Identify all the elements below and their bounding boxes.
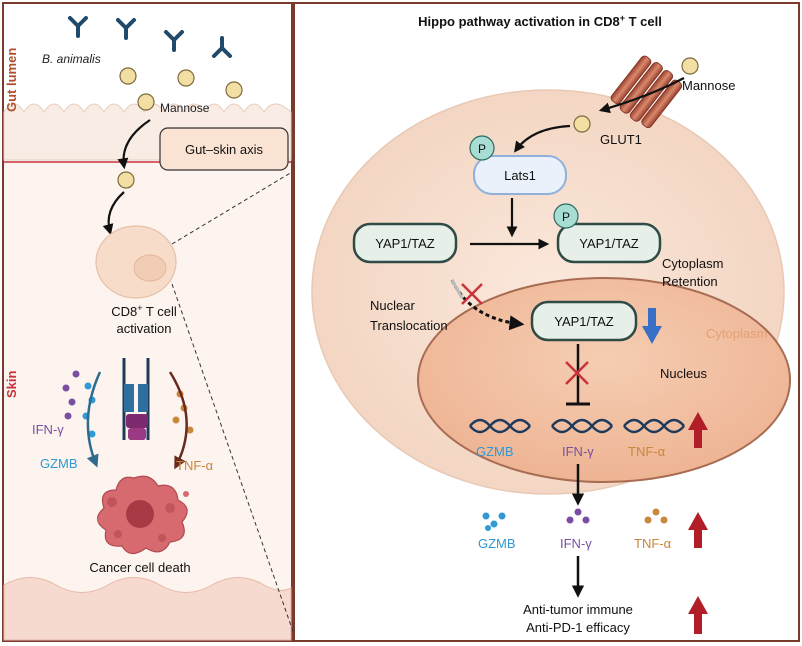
cytoplasm-label: Cytoplasm <box>706 326 767 341</box>
phospho-badge-yap <box>553 203 579 229</box>
dna-icon-gzmb <box>469 418 531 434</box>
yap-taz-node-nucleus <box>530 300 638 342</box>
increase-arrow-icon <box>688 596 708 634</box>
mannose-icon <box>117 171 135 189</box>
yap-taz-node-left <box>352 222 458 264</box>
right-panel-title: Hippo pathway activation in CD8+ T cell <box>418 13 662 29</box>
phospho-label-yap: P <box>562 210 570 224</box>
yap-taz-label-right: YAP1/TAZ <box>579 236 639 251</box>
bacteria-icon <box>116 18 136 40</box>
dna-icon-ifn <box>551 418 613 434</box>
activation-arrow <box>102 191 125 236</box>
tnf-protein-icon <box>644 508 668 524</box>
outcome-line2: Anti-PD-1 efficacy <box>526 620 630 635</box>
mannose-icon <box>119 67 137 85</box>
bacteria-icon-group <box>68 16 232 58</box>
gut-skin-axis-label: Gut–skin axis <box>185 142 264 157</box>
skin-label: Skin <box>4 370 19 398</box>
protein-ifn-label: IFN-γ <box>560 536 592 551</box>
yap-taz-label-left: YAP1/TAZ <box>375 236 435 251</box>
inhibition-block-icon <box>565 361 589 385</box>
nucleus-label: Nucleus <box>660 366 707 381</box>
lats1-label: Lats1 <box>504 168 536 183</box>
cancer-death-label: Cancer cell death <box>89 560 190 575</box>
zoom-line-top <box>171 171 293 245</box>
mannose-icon <box>177 69 195 87</box>
phospho-badge-lats1 <box>469 135 495 161</box>
gene-ifn-label: IFN-γ <box>562 444 594 459</box>
mannose-label-left: Mannose <box>160 101 210 115</box>
outcome-line1: Anti-tumor immune <box>523 602 633 617</box>
bacteria-label: B. animalis <box>42 52 101 66</box>
gzmb-arrow <box>86 371 102 468</box>
gzmb-protein-icon <box>482 512 506 531</box>
yap-taz-node-right <box>556 222 662 264</box>
cytoplasm-retention-line2: Retention <box>662 274 718 289</box>
left-panel: Gut lumen Skin B. animalis Mannose Gut–s… <box>2 2 293 642</box>
right-panel: Hippo pathway activation in CD8+ T cell … <box>293 2 800 642</box>
mannose-icon <box>137 93 155 111</box>
lats1-node <box>473 155 567 195</box>
protein-gzmb-label: GZMB <box>478 536 516 551</box>
skin-surface <box>3 577 292 641</box>
tcell-label-line2: activation <box>117 321 172 336</box>
mannose-entry-arrow <box>598 77 685 114</box>
yap-taz-label-nucleus: YAP1/TAZ <box>554 314 614 329</box>
bacteria-icon <box>68 16 88 38</box>
glut1-transporter-icon <box>610 55 683 129</box>
mannose-arrow <box>117 119 151 170</box>
protein-tnf-label: TNF-α <box>634 536 672 551</box>
decrease-arrow-icon <box>642 308 662 344</box>
increase-arrow-icon <box>688 512 708 548</box>
ifn-label-left: IFN-γ <box>32 422 64 437</box>
ifn-molecules <box>62 370 80 420</box>
gut-skin-axis-box <box>159 127 289 171</box>
gene-tnf-label: TNF-α <box>628 444 666 459</box>
mannose-molecules <box>117 67 243 189</box>
nuclear-translocation-line2: Translocation <box>370 318 448 333</box>
mannose-label-right: Mannose <box>682 78 735 93</box>
cd8-t-cell <box>95 225 177 299</box>
phospho-label-lats1: P <box>478 142 486 156</box>
bacteria-icon <box>164 30 184 52</box>
nuclear-translocation-line1: Nuclear <box>370 298 415 313</box>
tnf-label-left: TNF-α <box>176 458 214 473</box>
cytoplasm-retention-line1: Cytoplasm <box>662 256 723 271</box>
mannose-icon <box>573 115 591 133</box>
mannose-icon <box>681 57 699 75</box>
mannose-to-lats1-arrow <box>514 124 571 153</box>
mannose-icon <box>225 81 243 99</box>
increase-arrow-icon <box>688 412 708 448</box>
translocation-block-icon <box>461 283 483 305</box>
glut1-label: GLUT1 <box>600 132 642 147</box>
dna-icon-tnf <box>623 418 685 434</box>
receptor-icon <box>122 358 150 440</box>
gene-gzmb-label: GZMB <box>476 444 514 459</box>
translocation-faded-start <box>450 279 464 299</box>
cancer-cell-icon <box>96 475 189 555</box>
gzmb-label-left: GZMB <box>40 456 78 471</box>
tcell-label-line1: CD8+ T cell <box>111 303 177 319</box>
bacteria-icon <box>212 36 232 58</box>
ifn-protein-icon <box>566 508 590 524</box>
tnf-arrow <box>168 371 188 470</box>
gut-lumen-label: Gut lumen <box>4 48 19 112</box>
